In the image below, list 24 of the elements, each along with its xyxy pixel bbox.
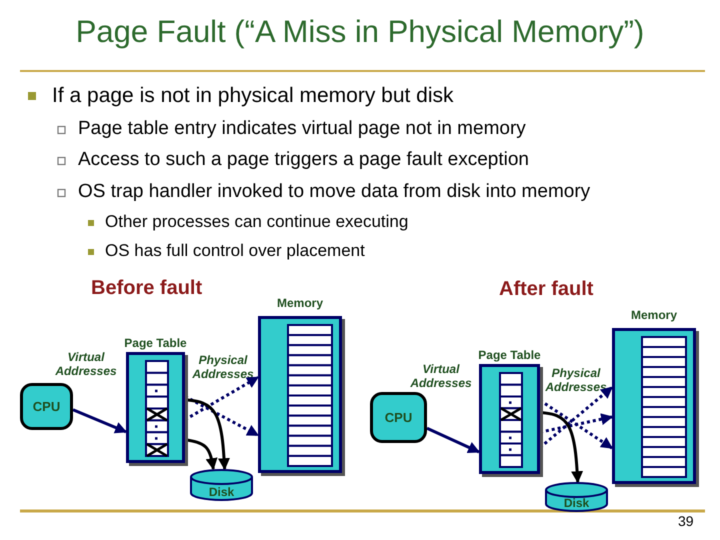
disk-label: Disk [562,496,590,510]
slide-number: 39 [678,513,694,529]
box-heading: Memory [276,296,324,310]
axis-caption: Virtual Addresses [409,362,473,390]
bullet-text: Other processes can continue executing [105,212,408,232]
section-heading: Before fault [91,277,202,300]
bullet-text: If a page is not in physical memory but disk [52,84,454,108]
bullet-text: Access to such a page triggers a page fault exception [78,149,529,171]
axis-caption: Physical Addresses [544,366,608,394]
bullet-text: OS has full control over placement [105,241,365,261]
cpu-box: CPU [370,392,427,443]
bullet-text: OS trap handler invoked to move data from disk into memory [78,181,590,203]
axis-caption: Physical Addresses [191,353,255,381]
disk-label: Disk [208,485,236,499]
box-heading: Page Table [123,336,188,350]
section-heading: After fault [499,278,594,301]
box-heading: Page Table [477,348,542,362]
cpu-box: CPU [20,383,73,430]
axis-caption: Virtual Addresses [54,350,118,378]
arrow [426,426,480,454]
bullet-text: Page table entry indicates virtual page not in memory [78,118,526,140]
slide-title: Page Fault (“A Miss in Physical Memory”) [74,14,646,50]
arrow [72,408,128,434]
box-heading: Memory [630,308,678,322]
